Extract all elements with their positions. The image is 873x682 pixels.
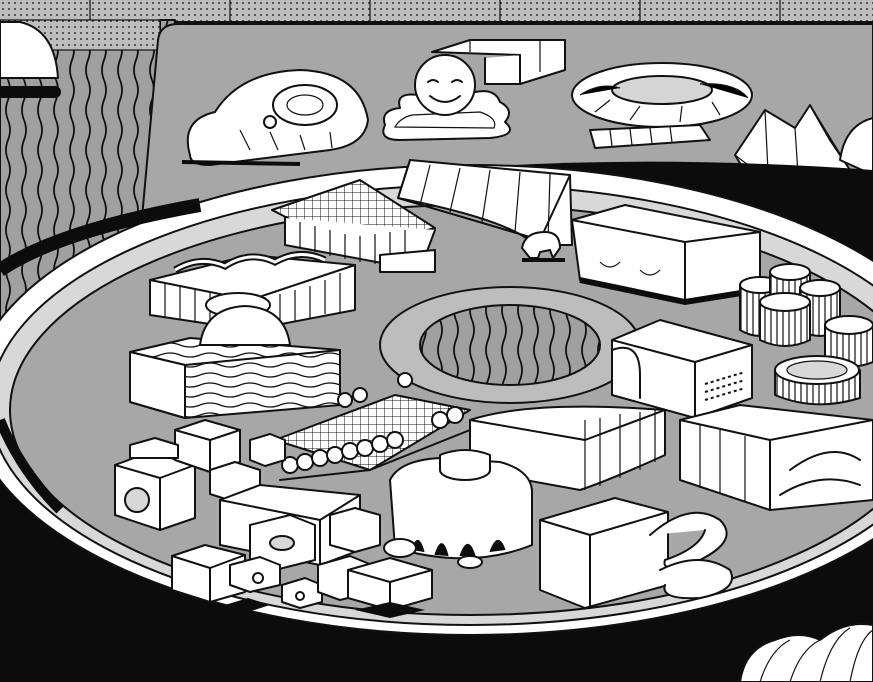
- crater-ring-icon: [571, 62, 753, 149]
- smiling-head-sculpture-icon: [382, 54, 511, 141]
- plaza-bottom-edge: [90, 620, 151, 682]
- bottom-tent-icon: [739, 623, 873, 682]
- tree-grid-garden-icon: [274, 372, 471, 481]
- top-border-pattern: [0, 0, 873, 23]
- dome-shell-icon: [0, 21, 61, 98]
- cylinder-cluster-icon: [739, 263, 873, 406]
- tent-hall-icon: [397, 159, 573, 246]
- sunken-wave-pool-icon: [379, 286, 641, 404]
- dome-on-wave-block-icon: [129, 305, 341, 419]
- serpent-roof-cage-icon: [149, 251, 356, 331]
- stepped-facade-block-icon: [611, 319, 753, 419]
- ribbon-sculpture-block-icon: [539, 497, 733, 609]
- tower-with-arches-icon: [383, 449, 533, 569]
- white-box-annex-icon: [431, 39, 566, 85]
- pyramid-roof-hall-icon: [271, 179, 436, 273]
- box-cluster-icon: [171, 484, 433, 618]
- coiled-snail-sculpture-icon: [181, 69, 369, 166]
- columned-building-icon: [679, 404, 873, 511]
- elephant-figure-icon: [521, 231, 565, 262]
